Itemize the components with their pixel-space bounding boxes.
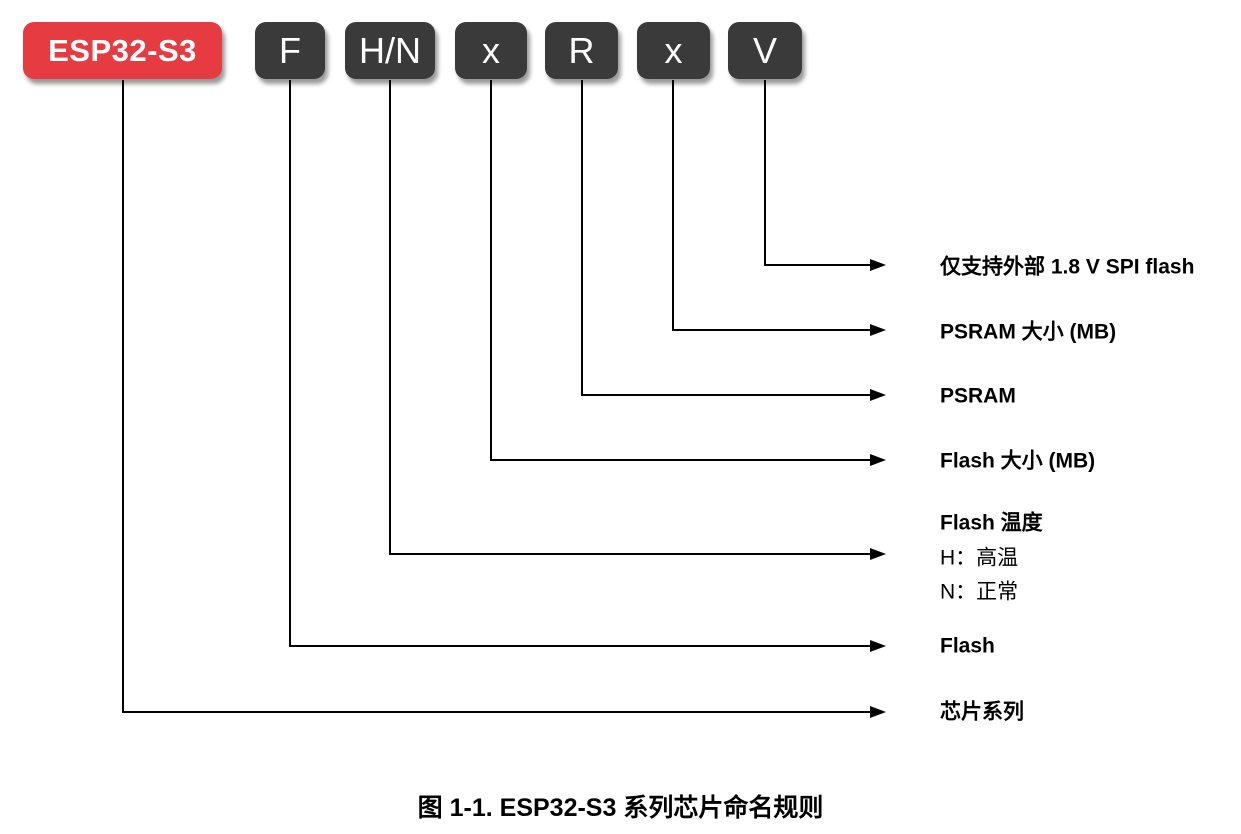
code-box-flash-size: x	[455, 22, 527, 79]
connector-flash	[289, 80, 871, 647]
code-box-flash-flag: F	[255, 22, 325, 79]
label-spi-flash: 仅支持外部 1.8 V SPI flash	[940, 255, 1195, 279]
connector-psram-size	[672, 80, 871, 331]
label-flash-temp-high: H：高温	[940, 546, 1019, 570]
label-chip-series: 芯片系列	[940, 700, 1024, 724]
connector-voltage	[764, 80, 871, 266]
connector-psram	[581, 80, 871, 396]
arrowhead-flash-temp	[870, 548, 886, 560]
figure-caption: 图 1-1. ESP32-S3 系列芯片命名规则	[417, 794, 824, 822]
connector-series	[122, 80, 871, 713]
code-box-psram-flag: R	[545, 22, 618, 79]
label-flash: Flash	[940, 634, 995, 658]
label-flash-temp-title: Flash 温度	[940, 511, 1043, 535]
code-box-series: ESP32-S3	[23, 22, 222, 79]
connector-flash-temp	[389, 80, 871, 555]
code-box-flash-temp: H/N	[345, 22, 435, 79]
label-flash-size: Flash 大小 (MB)	[940, 449, 1096, 473]
code-box-psram-size: x	[637, 22, 710, 79]
arrowhead-psram-size	[870, 324, 886, 336]
connector-flash-size	[490, 80, 871, 461]
label-psram: PSRAM	[940, 384, 1016, 408]
label-flash-temp-norm: N：正常	[940, 580, 1019, 604]
arrowhead-series	[870, 706, 886, 718]
code-box-voltage-flag: V	[728, 22, 802, 79]
arrowhead-voltage	[870, 259, 886, 271]
arrowhead-flash-size	[870, 454, 886, 466]
arrowhead-psram	[870, 389, 886, 401]
label-psram-size: PSRAM 大小 (MB)	[940, 320, 1117, 344]
arrowhead-flash	[870, 640, 886, 652]
